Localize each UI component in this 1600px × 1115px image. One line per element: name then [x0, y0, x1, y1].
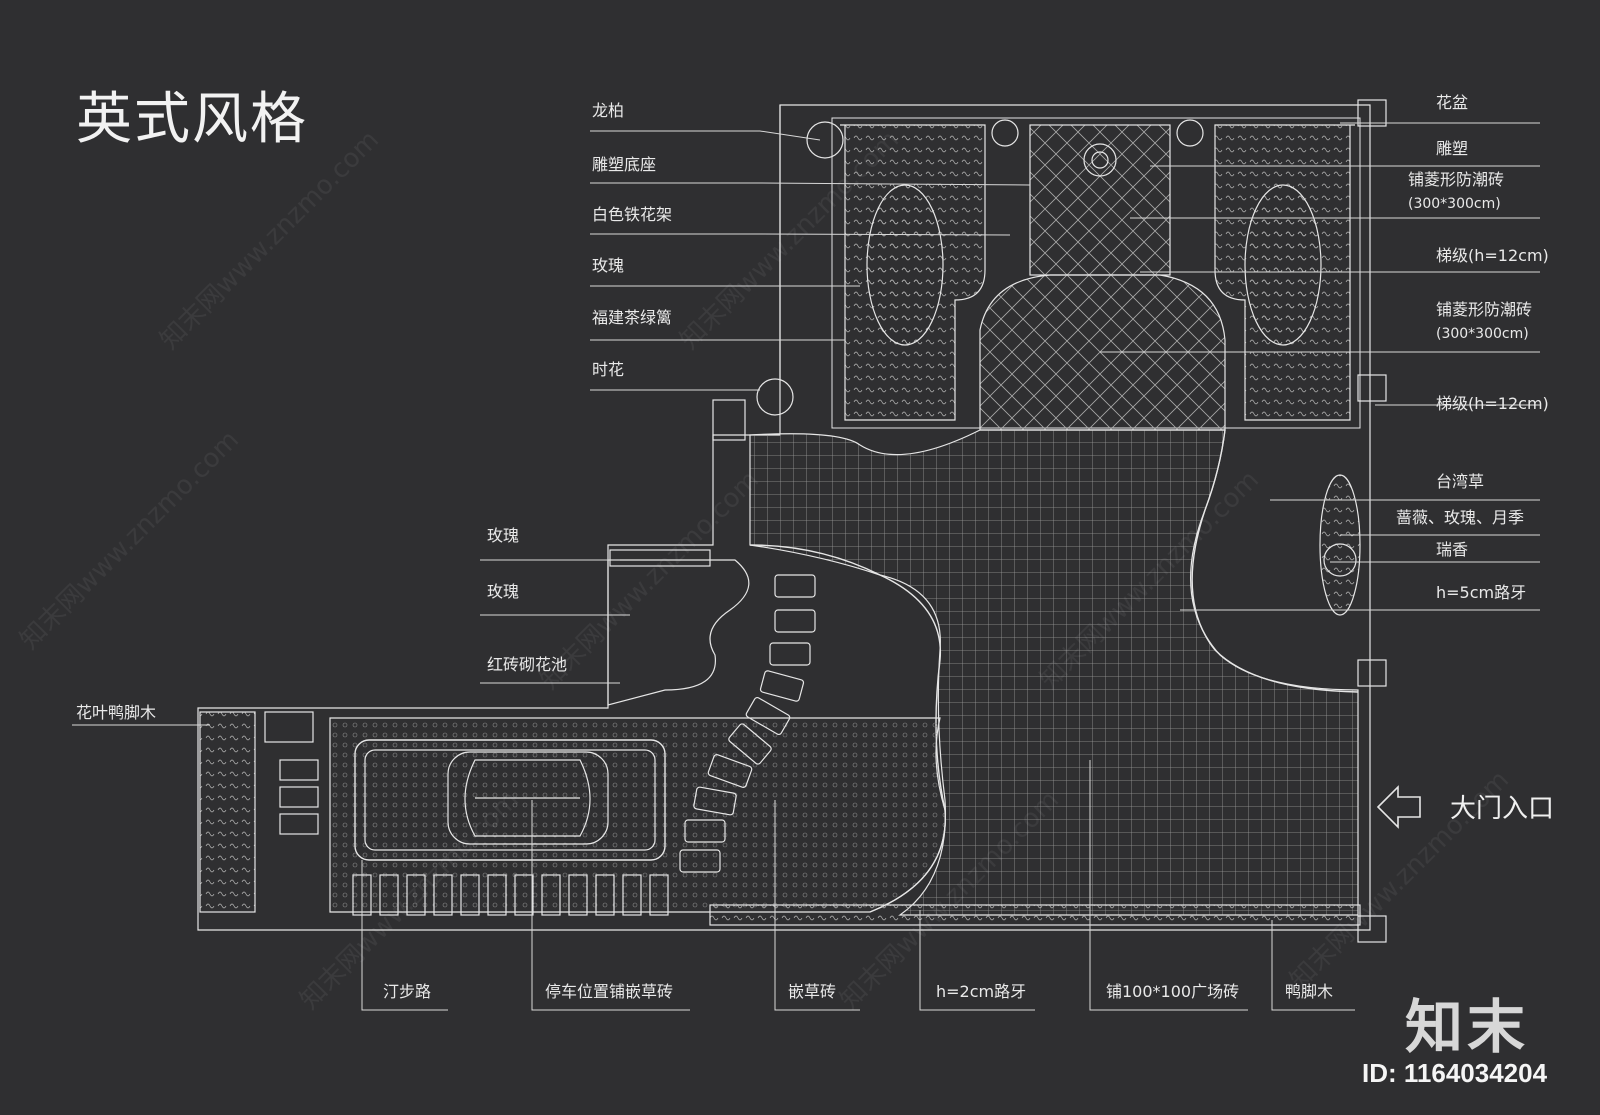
label-longbai: 龙柏: [592, 101, 625, 120]
page-title: 英式风格: [76, 87, 308, 152]
plaza-tiles: [749, 429, 1359, 916]
label-rose-3: 玫瑰: [487, 582, 520, 601]
label-hedge: 福建茶绿篱: [592, 308, 673, 327]
parking-strips: [352, 874, 669, 916]
grass-paver-area: [329, 717, 946, 913]
leader-lines-bottom: [361, 760, 1355, 1011]
label-rose-2: 玫瑰: [487, 526, 520, 545]
brand-logo: 知末: [1405, 993, 1530, 1061]
label-iron-trellis: 白色铁花架: [592, 205, 673, 224]
label-taiwan-grass: 台湾草: [1436, 472, 1485, 491]
shrub-strip-left: [199, 711, 256, 913]
label-schefflera-variegated: 花叶鸭脚木: [76, 703, 157, 722]
label-curb-5cm: h=5cm路牙: [1436, 583, 1527, 602]
leader-lines-left: [72, 130, 1031, 726]
leader-lines-right: [1100, 122, 1540, 611]
label-diamond-tile-1-size: (300*300cm): [1408, 196, 1501, 212]
label-steps-2: 梯级(h=12cm): [1436, 394, 1549, 413]
label-flower-pot: 花盆: [1436, 93, 1469, 112]
site-boundary: [197, 104, 1371, 931]
entrance-arrow: [1376, 785, 1421, 829]
label-main-entrance: 大门入口: [1450, 794, 1555, 824]
label-schefflera: 鸭脚木: [1285, 982, 1334, 1001]
label-curb-2cm: h=2cm路牙: [936, 982, 1027, 1001]
parking-bay: [354, 739, 666, 861]
label-sculpture-base: 雕塑底座: [592, 155, 657, 174]
bottom-hedge: [709, 904, 1361, 926]
label-diamond-tile-2-size: (300*300cm): [1436, 326, 1529, 342]
label-seasonal-flowers: 时花: [592, 360, 625, 379]
stepping-stones: [264, 574, 816, 873]
label-brick-planter: 红砖砌花池: [487, 655, 568, 674]
label-diamond-tile-1: 铺菱形防潮砖: [1408, 170, 1505, 189]
red-brick-planter: [607, 559, 750, 706]
label-stepping-path: 汀步路: [383, 982, 432, 1001]
label-rose-1: 玫瑰: [592, 256, 625, 275]
label-parking-grass-paver: 停车位置铺嵌草砖: [545, 982, 674, 1001]
image-id: ID: 1164034204: [1362, 1058, 1548, 1088]
car-outline: [447, 751, 609, 845]
label-steps-1: 梯级(h=12cm): [1436, 246, 1549, 265]
label-plaza-tile: 铺100*100广场砖: [1106, 982, 1240, 1001]
label-diamond-tile-2: 铺菱形防潮砖: [1436, 300, 1533, 319]
label-roses-mix: 蔷薇、玫瑰、月季: [1396, 508, 1525, 527]
label-sculpture: 雕塑: [1436, 139, 1469, 158]
label-grass-paver: 嵌草砖: [788, 982, 837, 1001]
label-daphne: 瑞香: [1436, 540, 1469, 559]
sculpture-base: [1029, 124, 1171, 276]
